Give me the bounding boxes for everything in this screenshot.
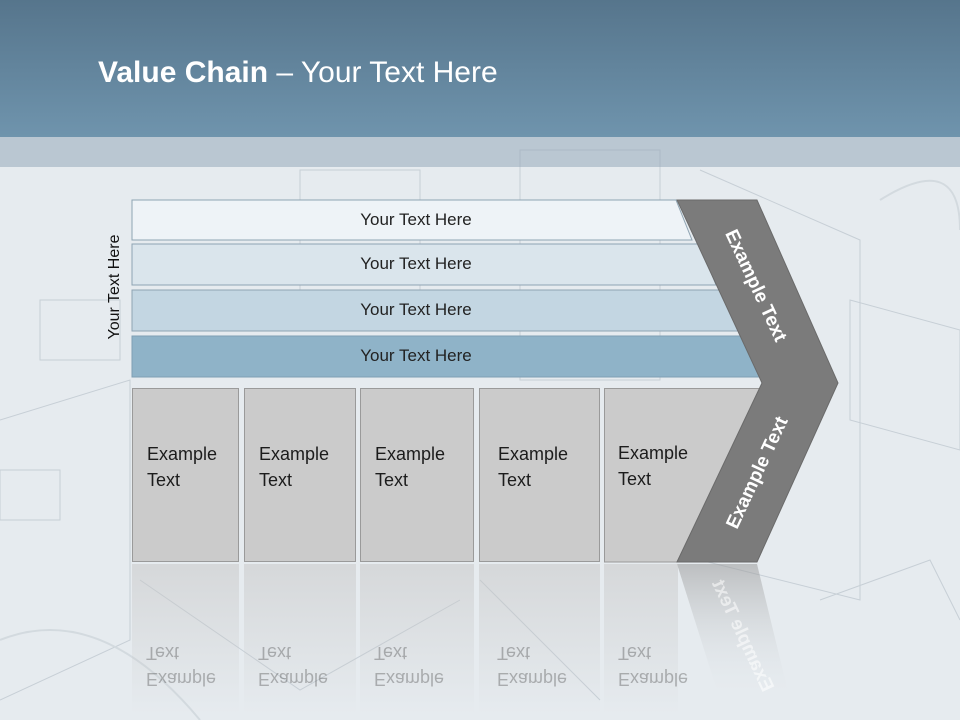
box-1-reflection-text: Example Text: [146, 640, 216, 692]
row-4: Your Text Here: [131, 335, 765, 378]
row-2: Your Text Here: [131, 243, 717, 286]
box-5-reflection-line2: Text: [618, 643, 652, 663]
row-2-label: Your Text Here: [360, 254, 472, 273]
box-4-line1: Example: [498, 444, 569, 464]
box-3-reflection-text: Example Text: [374, 640, 444, 692]
header-band: [0, 0, 960, 137]
row-1-shape: [131, 199, 693, 241]
box-5-reflection-text: Example Text: [618, 640, 688, 692]
box-3-reflection-line2: Text: [374, 643, 408, 663]
box-1-reflection-line1: Example: [146, 669, 217, 689]
box-5-reflection: Example Text: [604, 564, 688, 714]
box-3-line2: Text: [375, 470, 409, 490]
row-3-label: Your Text Here: [360, 300, 472, 319]
title-rest: – Your Text Here: [268, 56, 498, 89]
box-4-reflection-line1: Example: [497, 669, 568, 689]
box-4-line2: Text: [498, 470, 532, 490]
box-4-reflection-line2: Text: [497, 643, 531, 663]
box-3-reflection: Example Text: [360, 564, 474, 714]
row-4-label: Your Text Here: [360, 346, 472, 365]
header-subband: [0, 137, 960, 167]
box-4-reflection-text: Example Text: [497, 640, 567, 692]
box-2-reflection: Example Text: [244, 564, 356, 714]
box-1-line2: Text: [147, 470, 181, 490]
box-5-line1: Example: [618, 443, 689, 463]
box-2-line1: Example: [259, 444, 330, 464]
box-4-reflection: Example Text: [479, 564, 600, 714]
title-bold: Value Chain: [98, 56, 269, 89]
box-5-reflection-line1: Example: [618, 669, 689, 689]
box-5-line2: Text: [618, 469, 652, 489]
box-3-line1: Example: [375, 444, 446, 464]
box-1-reflection-line2: Text: [146, 643, 180, 663]
box-1-line1: Example: [147, 444, 218, 464]
box-2-reflection-text: Example Text: [258, 640, 328, 692]
box-1-reflection: Example Text: [132, 564, 239, 714]
box-3-reflection-line1: Example: [374, 669, 445, 689]
box-2-reflection-line2: Text: [258, 643, 292, 663]
box-2-line2: Text: [259, 470, 293, 490]
row-1-label: Your Text Here: [360, 210, 472, 229]
row-3: Your Text Here: [131, 289, 741, 332]
page-title: Value Chain – Your Text Here: [98, 56, 498, 90]
box-2-reflection-line1: Example: [258, 669, 329, 689]
row-1: Your Text Here: [131, 199, 693, 241]
